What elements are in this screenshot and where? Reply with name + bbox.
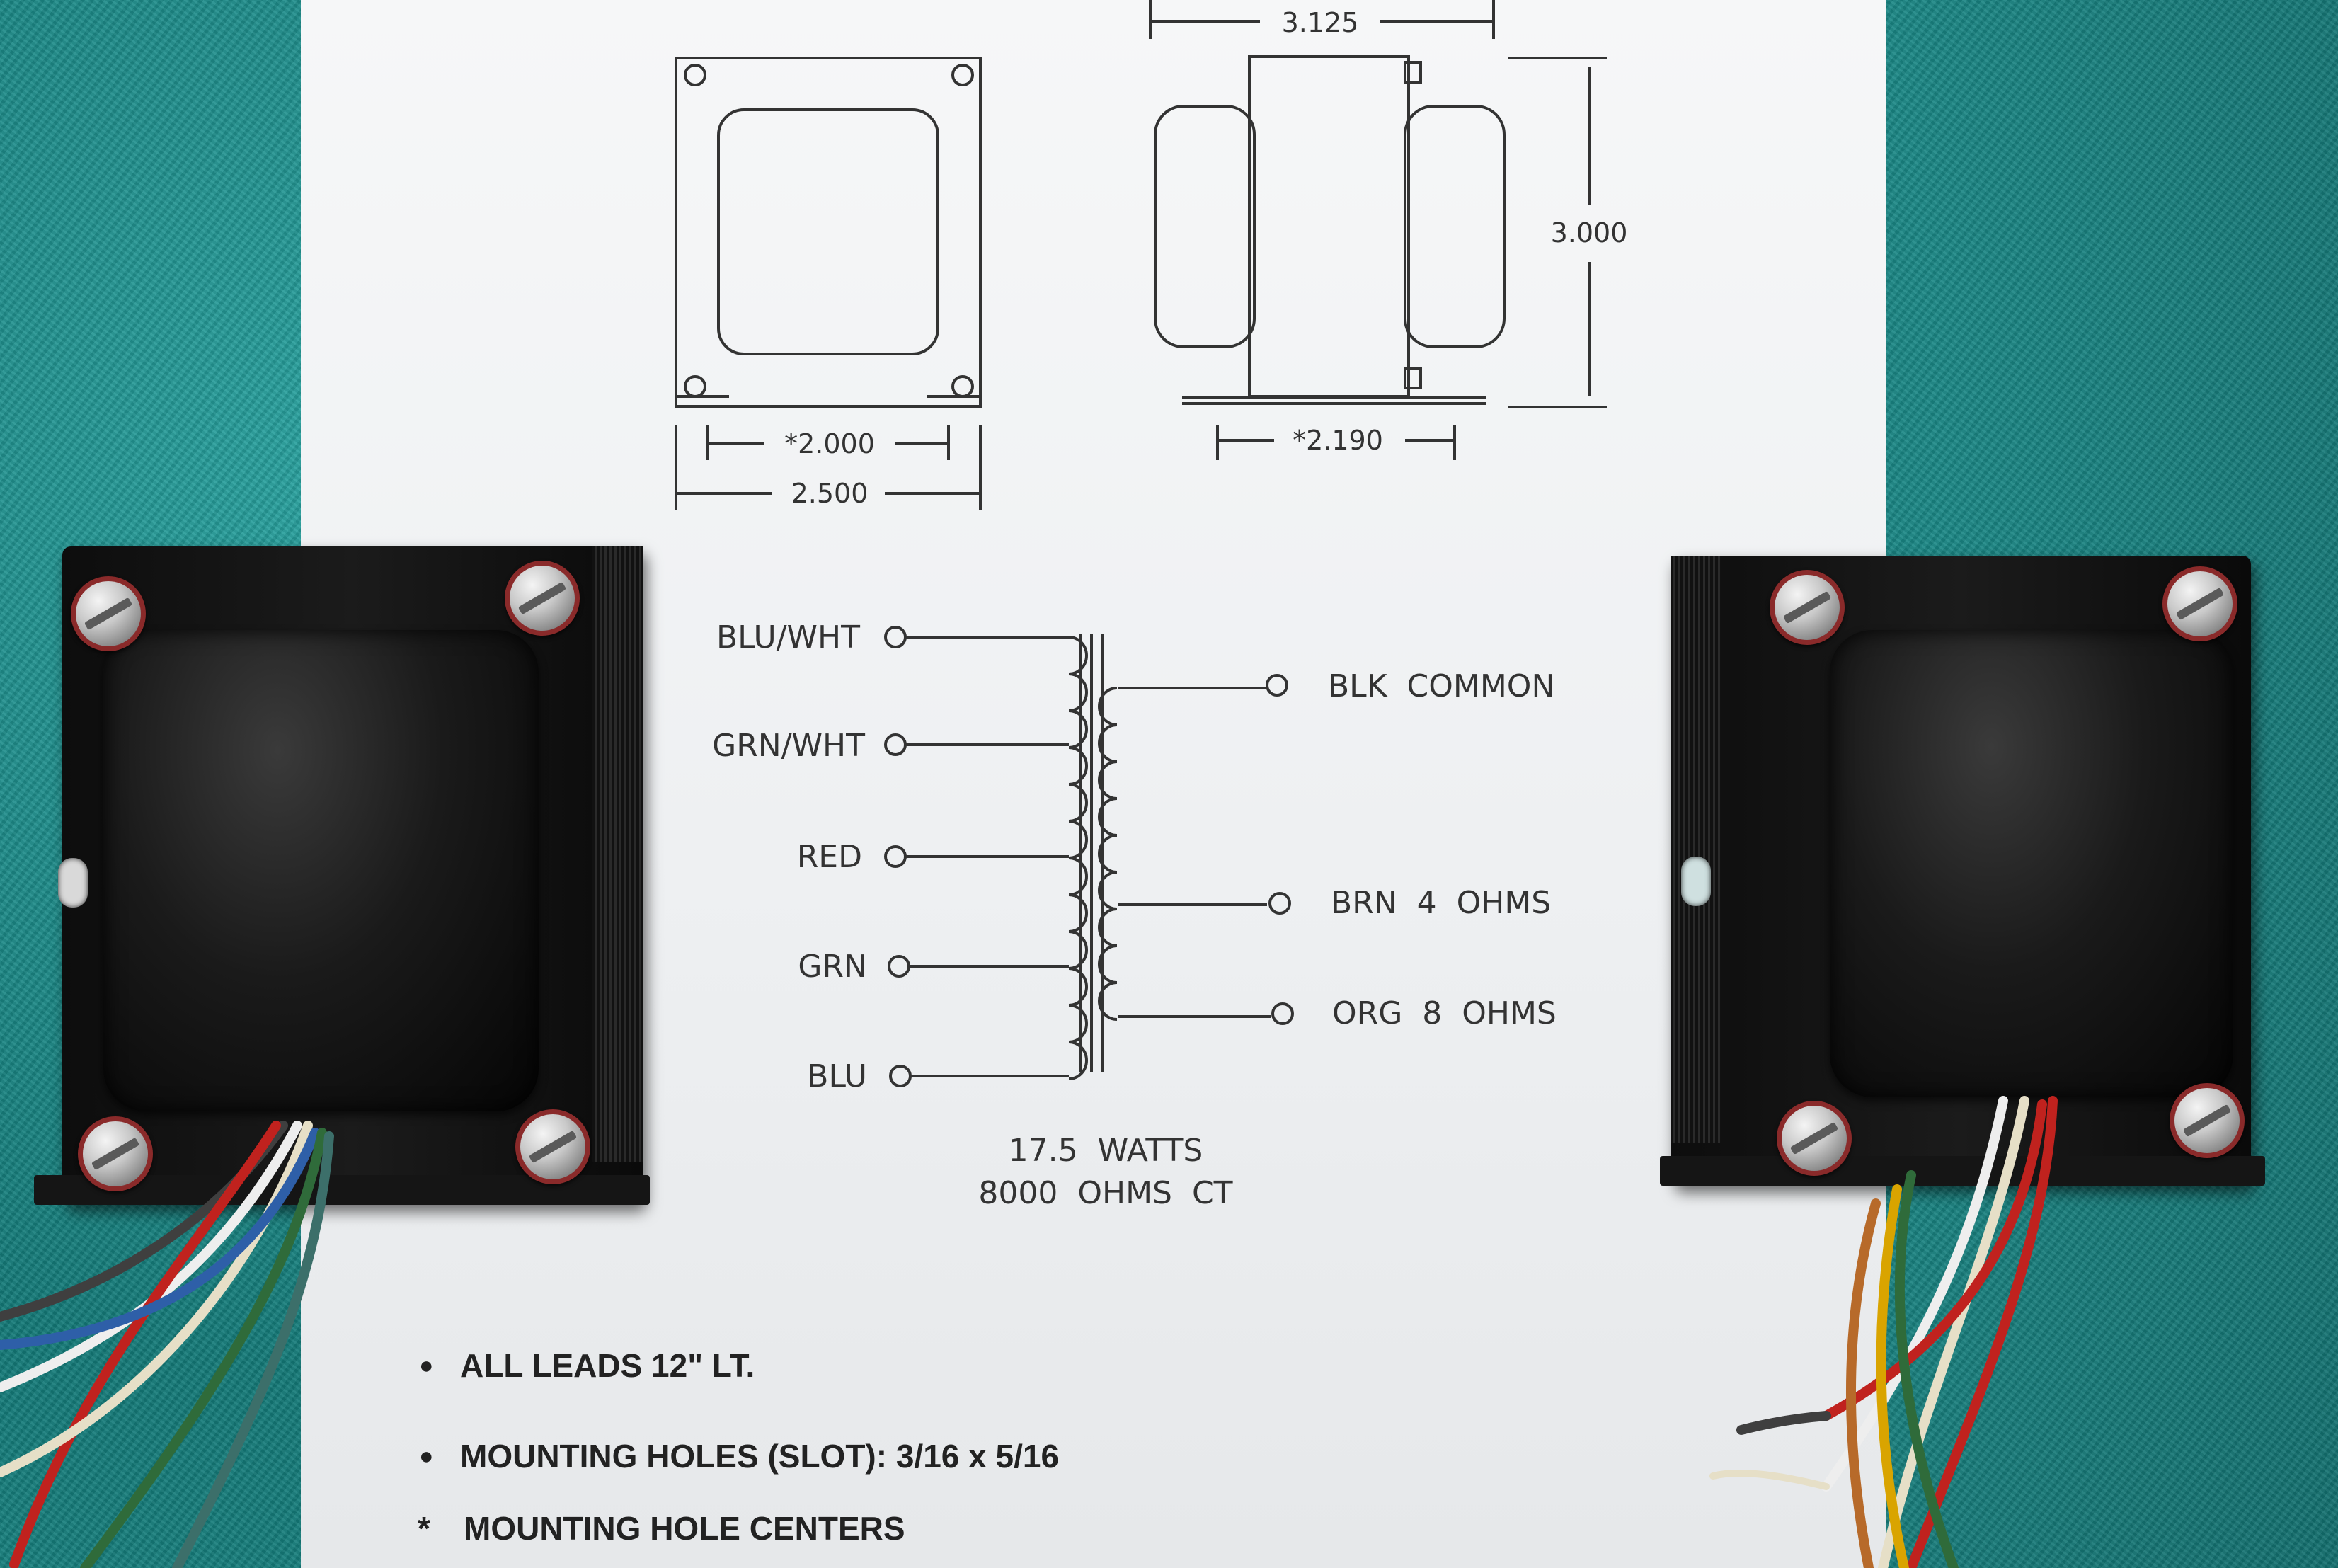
- lead-label-grn: GRN: [798, 949, 867, 985]
- dim-width-top: 3.125: [1282, 7, 1359, 38]
- lead-label-blu-wht: BLU/WHT: [716, 619, 860, 656]
- primary-winding: [884, 626, 1088, 1087]
- right-lead-stripped-end: [1709, 1470, 1830, 1490]
- left-lead-green-2: [172, 1131, 334, 1568]
- lead-label-red: RED: [797, 839, 862, 875]
- lead-label-grn-wht: GRN/WHT: [712, 728, 865, 764]
- right-lead-red-2: [1821, 1099, 2047, 1421]
- secondary-winding: [1098, 674, 1294, 1025]
- note-mounting-hole-centers: MOUNTING HOLE CENTERS: [464, 1510, 905, 1547]
- lead-label-org-8-ohms: ORG 8 OHMS: [1332, 995, 1557, 1031]
- left-core-laminations: [592, 546, 643, 1162]
- right-screw-bottom-right: [2170, 1083, 2245, 1158]
- right-screw-bottom-left: [1777, 1101, 1852, 1176]
- right-lead-orange: [1846, 1198, 1881, 1568]
- dim-mount-centers-side: *2.190: [1293, 425, 1383, 456]
- front-view-outline: [675, 57, 982, 408]
- right-lead-yellow: [1876, 1184, 1909, 1568]
- right-output-transformer: [1660, 556, 2265, 1186]
- rating-impedance: 8000 OHMS CT: [978, 1175, 1232, 1211]
- right-lead-red: [1906, 1096, 2058, 1568]
- left-lead-blue: [0, 1128, 320, 1350]
- note-bullet-1: ●: [419, 1352, 434, 1379]
- right-lead-white: [1821, 1096, 2008, 1492]
- left-lead-green: [80, 1128, 327, 1568]
- note-mounting-holes: MOUNTING HOLES (SLOT): 3/16 x 5/16: [460, 1438, 1059, 1475]
- note-bullet-3: *: [418, 1510, 430, 1547]
- left-screw-top-right: [505, 561, 580, 636]
- right-end-bell: [1830, 630, 2233, 1097]
- left-output-transformer: [34, 546, 650, 1205]
- dimension-lines: [675, 0, 1607, 510]
- lead-label-blu: BLU: [807, 1058, 867, 1094]
- side-view-outline: [1154, 55, 1506, 405]
- left-mounting-slot: [58, 858, 88, 908]
- left-screw-top-left: [71, 576, 146, 651]
- note-all-leads: ALL LEADS 12" LT.: [460, 1347, 755, 1384]
- left-end-bell: [103, 630, 539, 1111]
- right-lead-green: [1894, 1170, 1959, 1568]
- right-screw-top-right: [2162, 566, 2237, 641]
- left-screw-bottom-right: [515, 1109, 590, 1184]
- note-bullet-2: ●: [419, 1443, 434, 1470]
- dim-width-front: 2.500: [791, 478, 869, 509]
- left-lead-white: [0, 1121, 302, 1392]
- dim-height: 3.000: [1551, 217, 1628, 248]
- right-lead-black: [1736, 1411, 1831, 1435]
- left-screw-bottom-left: [78, 1116, 153, 1191]
- lead-label-brn-4-ohms: BRN 4 OHMS: [1331, 885, 1551, 921]
- rating-power: 17.5 WATTS: [1009, 1133, 1203, 1169]
- lead-label-blk-common: BLK COMMON: [1328, 668, 1554, 704]
- dim-mount-centers-front: *2.000: [784, 428, 875, 459]
- right-core-laminations: [1671, 556, 1721, 1143]
- right-mounting-foot: [1660, 1156, 2265, 1186]
- right-mounting-slot: [1681, 857, 1711, 906]
- transformer-core: [1079, 634, 1104, 1072]
- right-screw-top-left: [1770, 570, 1845, 645]
- right-lead-white-2: [1878, 1096, 2029, 1568]
